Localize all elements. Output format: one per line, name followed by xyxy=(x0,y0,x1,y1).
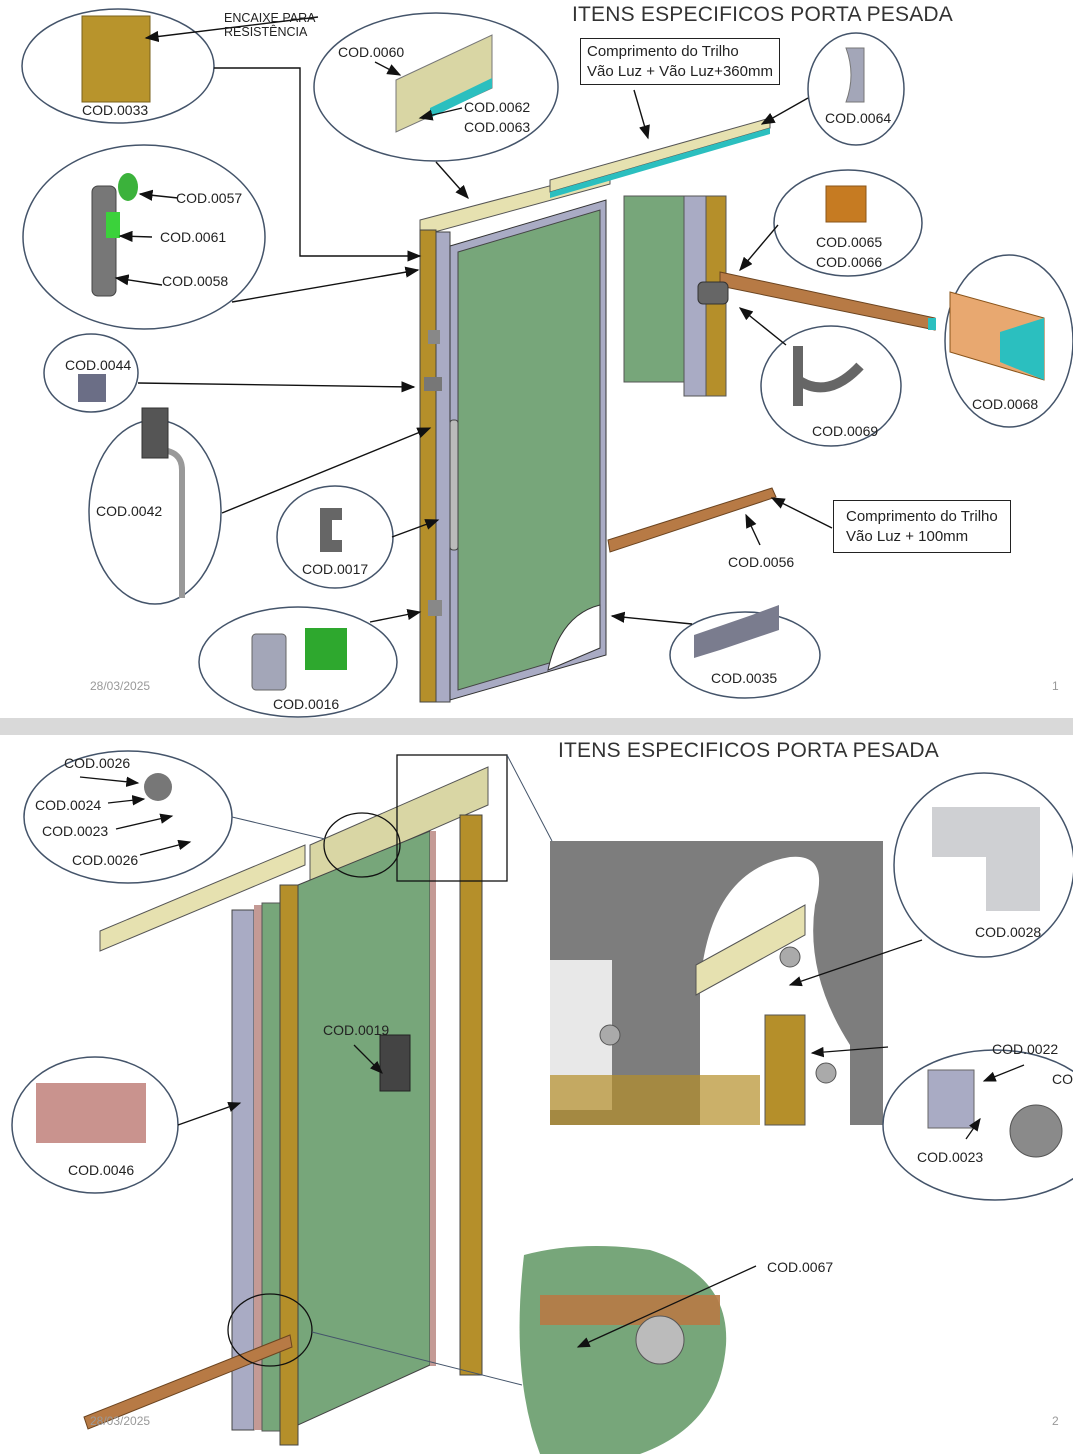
label-cod-0067: COD.0067 xyxy=(767,1259,834,1275)
part-0057-wheel xyxy=(118,173,138,201)
note-top-rail-length: Comprimento do Trilho Vão Luz + Vão Luz+… xyxy=(580,38,780,85)
label-cod-0069: COD.0069 xyxy=(812,423,879,439)
door-assembly xyxy=(419,117,771,703)
label-cod-0035: COD.0035 xyxy=(711,670,778,686)
detail-circle-top xyxy=(323,812,401,878)
callout-ring-0016 xyxy=(198,606,398,718)
part-0064-clip xyxy=(845,47,865,103)
label-cod-0046: COD.0046 xyxy=(68,1162,135,1178)
detail-box-top xyxy=(396,754,508,882)
label-cod-0064: COD.0064 xyxy=(825,110,892,126)
label-cod-0044: COD.0044 xyxy=(65,357,132,373)
label-cod-0042: COD.0042 xyxy=(96,503,163,519)
label-cod-0016: COD.0016 xyxy=(273,696,340,712)
detail-circle-bottom xyxy=(227,1293,313,1367)
label-cod-0061: COD.0061 xyxy=(160,229,227,245)
slide-1: ITENS ESPECIFICOS PORTA PESADA ENCAIXE P… xyxy=(0,0,1073,718)
part-0060-rail xyxy=(395,34,493,133)
slide-2-title: ITENS ESPECIFICOS PORTA PESADA xyxy=(558,739,939,762)
part-0019-vent xyxy=(379,1034,411,1092)
part-0024-washer xyxy=(144,773,172,801)
callout-ring-0022 xyxy=(882,1049,1073,1201)
label-cod-0068: COD.0068 xyxy=(972,396,1039,412)
callout-ring-0064 xyxy=(807,32,905,146)
callout-ring-0033 xyxy=(21,8,215,124)
note-top-rail-line1: Comprimento do Trilho xyxy=(587,43,739,60)
callout-ring-0057 xyxy=(22,144,266,330)
part-0065-bracket xyxy=(825,185,867,223)
bottom-detail-blob xyxy=(519,1246,727,1454)
bottom-track xyxy=(607,487,777,553)
callout-ring-0068 xyxy=(944,254,1073,428)
label-cod-0066: COD.0066 xyxy=(816,254,883,270)
label-cod-0057: COD.0057 xyxy=(176,190,243,206)
label-cod-0019: COD.0019 xyxy=(323,1022,390,1038)
part-0044-catch xyxy=(78,374,106,402)
slide-1-date: 28/03/2025 xyxy=(90,679,151,693)
part-0028-angle xyxy=(932,807,1040,911)
part-0016-hinge-b xyxy=(305,628,347,670)
part-0042-handle xyxy=(157,447,185,598)
note-top-rail-line2: Vão Luz + Vão Luz+360mm xyxy=(587,62,773,80)
slide-1-drawing xyxy=(21,8,1073,718)
callout-ring-0028 xyxy=(893,772,1073,958)
label-cod-0023: COD.0023 xyxy=(42,823,109,839)
callout-ring-0035 xyxy=(669,611,821,699)
part-0016-hinge-a xyxy=(251,633,287,691)
door-assembly-2 xyxy=(83,766,489,1446)
label-cod-0062: COD.0062 xyxy=(464,99,531,115)
note-bottom-rail-line1: Comprimento do Trilho xyxy=(846,508,998,525)
label-cod-0026-top: COD.0026 xyxy=(64,755,131,771)
slide-2-drawing xyxy=(11,750,1073,1454)
label-cod-0065: COD.0065 xyxy=(816,234,883,250)
callout-ring-0044 xyxy=(43,333,139,413)
part-0017-hinge xyxy=(320,508,342,552)
part-0033-profile xyxy=(81,15,151,103)
slide-2: ITENS ESPECIFICOS PORTA PESADA COD.0026 … xyxy=(0,735,1073,1454)
label-cod-0060: COD.0060 xyxy=(338,44,405,60)
slide-2-page-number: 2 xyxy=(1052,1414,1059,1428)
note-bottom-rail-length: Comprimento do Trilho Vão Luz + 100mm xyxy=(833,500,1011,553)
part-0061-block xyxy=(106,212,120,238)
slide-1-title: ITENS ESPECIFICOS PORTA PESADA xyxy=(572,3,953,26)
label-cod-0017: COD.0017 xyxy=(302,561,369,577)
note-bottom-rail-line2: Vão Luz + 100mm xyxy=(846,527,969,545)
callout-ring-0065 xyxy=(773,169,923,277)
label-cod-0026-bottom: COD.0026 xyxy=(72,852,139,868)
label-cod-0033: COD.0033 xyxy=(82,102,149,118)
label-cod-partial: COD xyxy=(1052,1071,1073,1087)
slide-1-page-number: 1 xyxy=(1052,679,1059,693)
label-cod-0056: COD.0056 xyxy=(728,554,795,570)
label-cod-0058: COD.0058 xyxy=(162,273,229,289)
label-cod-0024: COD.0024 xyxy=(35,797,102,813)
part-0069-hanger xyxy=(793,346,864,406)
callout-ring-0060 xyxy=(313,12,559,162)
side-detail-view xyxy=(623,195,936,397)
part-0058-bracket xyxy=(91,185,117,297)
part-0022-plate xyxy=(927,1069,975,1129)
slide-2-date: 28/03/2025 xyxy=(90,1414,151,1428)
part-0035-channel xyxy=(694,605,779,658)
part-0046-gasket xyxy=(36,1083,146,1143)
detail-panel xyxy=(550,841,883,1126)
label-cod-0022: COD.0022 xyxy=(992,1041,1059,1057)
label-encaixe-resistencia: ENCAIXE PARA RESISTÊNCIA xyxy=(224,11,316,40)
label-cod-0023-detail: COD.0023 xyxy=(917,1149,984,1165)
label-cod-0028: COD.0028 xyxy=(975,924,1042,940)
callout-ring-0069 xyxy=(760,325,902,447)
label-cod-0063: COD.0063 xyxy=(464,119,531,135)
part-0023-bolt-washer xyxy=(1009,1104,1063,1158)
